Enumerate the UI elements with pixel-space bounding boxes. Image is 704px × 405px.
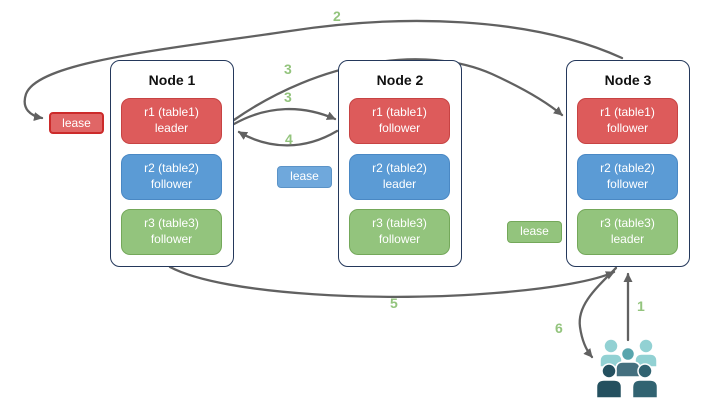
arrow-step-3-to-node2 (232, 107, 337, 126)
node-2-replica-r1: r1 (table1) follower (349, 98, 450, 144)
step-number-3b: 3 (284, 89, 292, 105)
replica-name: r2 (table2) (144, 161, 199, 176)
step-number-2: 2 (333, 8, 341, 24)
node-2-card: Node 2 r1 (table1) follower r2 (table2) … (338, 60, 462, 267)
users-icon (595, 338, 659, 399)
replica-name: r1 (table1) (144, 105, 199, 120)
replica-name: r2 (table2) (600, 161, 655, 176)
arrow-step-5 (168, 265, 616, 298)
lease-badge-table2: lease (277, 166, 332, 188)
replica-name: r2 (table2) (372, 161, 427, 176)
step-number-6: 6 (555, 320, 563, 336)
replica-role: follower (606, 177, 649, 191)
node-1-replica-r3: r3 (table3) follower (121, 209, 222, 255)
node-3-replica-r3: r3 (table3) leader (577, 209, 678, 255)
replica-role: leader (610, 232, 645, 246)
replica-name: r3 (table3) (372, 216, 427, 231)
node-1-card: Node 1 r1 (table1) leader r2 (table2) fo… (110, 60, 234, 267)
node-2-replica-r3: r3 (table3) follower (349, 209, 450, 255)
node-3-card: Node 3 r1 (table1) follower r2 (table2) … (566, 60, 690, 267)
replica-name: r1 (table1) (600, 105, 655, 120)
node-2-replica-r2: r2 (table2) leader (349, 154, 450, 200)
replica-name: r1 (table1) (372, 105, 427, 120)
replica-name: r3 (table3) (144, 216, 199, 231)
step-number-1: 1 (637, 298, 645, 314)
node-3-replica-r2: r2 (table2) follower (577, 154, 678, 200)
lease-badge-table1: lease (49, 112, 104, 134)
node-1-title: Node 1 (148, 72, 196, 88)
replica-role: follower (378, 121, 421, 135)
replica-role: follower (606, 121, 649, 135)
replica-role: follower (150, 177, 193, 191)
node-1-replica-r1: r1 (table1) leader (121, 98, 222, 144)
step-number-4: 4 (285, 131, 293, 147)
lease-badge-table3: lease (507, 221, 562, 243)
replica-name: r3 (table3) (600, 216, 655, 231)
replica-role: leader (154, 121, 189, 135)
replica-role: follower (378, 232, 421, 246)
step-number-3a: 3 (284, 61, 292, 77)
step-number-5: 5 (390, 295, 398, 311)
replica-role: leader (382, 177, 417, 191)
node-2-title: Node 2 (376, 72, 424, 88)
node-3-title: Node 3 (604, 72, 652, 88)
replica-role: follower (150, 232, 193, 246)
arrow-step-6 (578, 266, 618, 359)
node-1-replica-r2: r2 (table2) follower (121, 154, 222, 200)
node-3-replica-r1: r1 (table1) follower (577, 98, 678, 144)
